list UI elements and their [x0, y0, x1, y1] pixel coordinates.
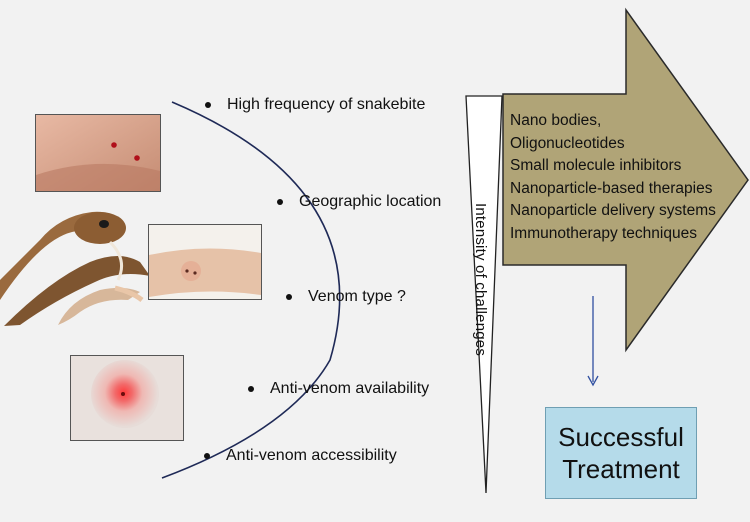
successful-treatment-box: Successful Treatment — [545, 407, 697, 499]
challenges-curve — [161, 101, 341, 479]
challenge-label: Anti-venom accessibility — [226, 447, 397, 464]
bullet-dot — [205, 102, 211, 108]
bullet-dot — [277, 199, 283, 205]
intensity-triangle — [465, 95, 503, 494]
challenge-label: Geographic location — [299, 193, 442, 210]
connector-arrowhead — [587, 375, 599, 387]
solutions-arrow — [502, 7, 749, 353]
challenge-item-2: Geographic location — [277, 193, 441, 211]
snakebite-photo-skin — [70, 355, 184, 441]
challenge-label: Venom type ? — [308, 288, 406, 305]
bullet-dot — [286, 294, 292, 300]
solution-item: Immunotherapy techniques — [510, 224, 697, 242]
challenge-item-5: Anti-venom accessibility — [204, 447, 397, 465]
result-line-1: Successful — [558, 422, 684, 452]
challenge-item-1: High frequency of snakebite — [205, 96, 425, 114]
solution-item: Small molecule inhibitors — [510, 157, 682, 174]
solution-item: Oligonucleotides — [510, 134, 625, 152]
snake-illustration — [0, 211, 150, 326]
challenge-item-3: Venom type ? — [286, 288, 406, 306]
snakebite-photo-leg — [148, 224, 262, 300]
challenge-label: Anti-venom availability — [270, 380, 430, 397]
challenge-label: High frequency of snakebite — [227, 96, 426, 113]
bullet-dot — [204, 453, 210, 459]
challenge-item-4: Anti-venom availability — [248, 380, 429, 398]
result-line-2: Treatment — [562, 454, 680, 484]
solution-item: Nanoparticle delivery systems — [510, 202, 716, 219]
intensity-label: Intensity of challenges — [472, 203, 489, 357]
snakebite-photo-hand — [35, 114, 161, 192]
solution-item: Nano bodies, — [510, 112, 602, 129]
solutions-list: Nano bodies, Oligonucleotides Small mole… — [510, 110, 716, 245]
solution-item: Nanoparticle-based therapies — [510, 179, 713, 197]
bullet-dot — [248, 386, 254, 392]
